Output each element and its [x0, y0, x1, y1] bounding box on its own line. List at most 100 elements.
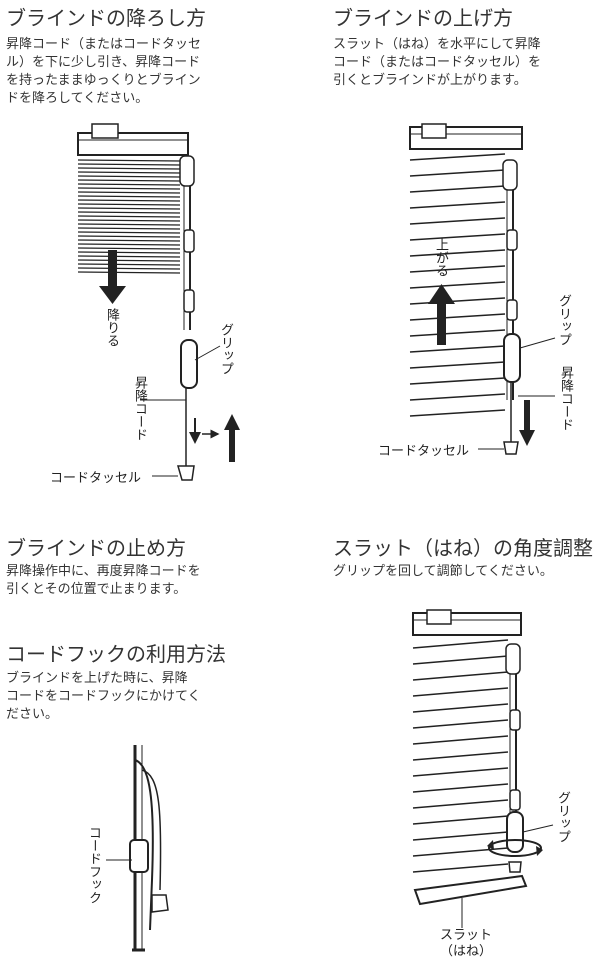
slat [77, 187, 181, 190]
slat [77, 267, 181, 270]
slat [77, 179, 181, 182]
up-arrow-shaft [437, 300, 446, 345]
slat [77, 171, 181, 174]
slat [77, 159, 181, 162]
slat [412, 671, 509, 681]
label-grip-1: グリップ [218, 323, 233, 375]
label-slat-line: （はね） [440, 944, 493, 959]
cord-tassel [177, 465, 195, 481]
grip [503, 333, 521, 383]
slat [77, 167, 181, 170]
cord-hook-illustration [106, 745, 169, 952]
section-body-stop: 昇降操作中に、再度昇降コードを 引くとその位置で止まります。 [6, 563, 201, 599]
body-line: ブラインドを上げた時に、昇降 [6, 671, 188, 686]
section-body-raise: スラット（はね）を水平にして昇降 コード（またはコードタッセル）を 引くとブライ… [333, 36, 541, 90]
slat [409, 281, 506, 289]
slat [77, 183, 181, 186]
slat [77, 211, 181, 214]
section-title-lower: ブラインドの降ろし方 [6, 6, 206, 30]
section-title-angle: スラット（はね）の角度調整 [333, 536, 593, 560]
slat [77, 231, 181, 234]
slat [412, 735, 509, 745]
wand-top [179, 155, 195, 187]
slat [77, 251, 181, 254]
slat [77, 235, 181, 238]
slat [412, 719, 509, 729]
body-line: グリップを回して調節してください。 [333, 564, 553, 579]
slat [77, 203, 181, 206]
body-line: 昇降コード（またはコードタッセ [6, 37, 202, 52]
slat [409, 265, 506, 273]
up-arrow-icon [428, 284, 455, 304]
slat [412, 687, 509, 697]
body-line: 引くとその位置で止まります。 [6, 582, 187, 597]
slat [77, 263, 181, 266]
bracket [426, 609, 452, 625]
label-slat: スラット （はね） [440, 928, 492, 960]
bracket [421, 123, 447, 139]
slat [77, 227, 181, 230]
body-line: を持ったままゆっくりとブライン [6, 73, 201, 88]
cord-tassel [503, 441, 519, 455]
label-cord-2: 昇降コード [558, 366, 573, 431]
slat [412, 783, 509, 793]
cord-hook [129, 839, 149, 873]
slat [412, 863, 509, 873]
slat [412, 847, 509, 857]
body-line: コード（またはコードタッセル）を [333, 55, 542, 70]
bottom-rail [413, 874, 528, 906]
slat [409, 233, 506, 241]
section-title-raise: ブラインドの上げ方 [333, 6, 513, 30]
slat [77, 271, 181, 274]
slat [409, 217, 506, 225]
slat [77, 215, 181, 218]
label-cord-1: 昇降コード [132, 376, 147, 441]
slat [409, 409, 506, 417]
body-line: ドを降ろしてください。 [6, 91, 149, 106]
slat [412, 799, 509, 809]
slat [409, 377, 506, 385]
slat [77, 255, 181, 258]
slat [409, 313, 506, 321]
up-arrow-icon [224, 414, 240, 430]
blind-raising-illustration [409, 123, 556, 455]
slat [409, 297, 506, 305]
section-body-lower: 昇降コード（またはコードタッセ ル）を下に少し引き、昇降コード を持ったままゆっ… [6, 36, 201, 108]
label-tassel-2: コードタッセル [378, 444, 470, 459]
slat [409, 153, 506, 161]
slat [409, 201, 506, 209]
slat [77, 239, 181, 242]
slat [409, 185, 506, 193]
open-slats [412, 639, 509, 873]
slat [77, 195, 181, 198]
slat [409, 393, 506, 401]
closed-slats [77, 159, 181, 274]
grip [506, 811, 524, 853]
slat [412, 751, 509, 761]
section-body-hook: ブラインドを上げた時に、昇降 コードをコードフックにかけてく ださい。 [6, 670, 201, 724]
cord-tassel [151, 894, 169, 913]
body-line: スラット（はね）を水平にして昇降 [333, 37, 541, 52]
section-title-stop: ブラインドの止め方 [6, 536, 186, 560]
open-slats [409, 153, 506, 417]
label-grip-2: グリップ [556, 294, 571, 346]
down-arrow-icon [99, 286, 126, 304]
slat-angle-illustration [412, 609, 554, 928]
label-slat-line: スラット [440, 928, 493, 943]
label-grip-3: グリップ [555, 791, 570, 843]
slat [77, 259, 181, 262]
body-line: コードをコードフックにかけてく [6, 689, 201, 704]
slat [409, 345, 506, 353]
grip [180, 339, 198, 389]
body-line: 引くとブラインドが上がります。 [333, 73, 527, 88]
slat [412, 767, 509, 777]
body-line: 昇降操作中に、再度昇降コードを [6, 564, 201, 579]
down-arrow-icon [519, 430, 535, 446]
body-line: ル）を下に少し引き、昇降コード [6, 55, 201, 70]
slat [412, 831, 509, 841]
slat [412, 703, 509, 713]
label-raise-arrow: 上がる [433, 238, 448, 277]
label-lower-arrow: 降りる [104, 308, 119, 347]
label-cord-hook: コードフック [86, 826, 101, 904]
